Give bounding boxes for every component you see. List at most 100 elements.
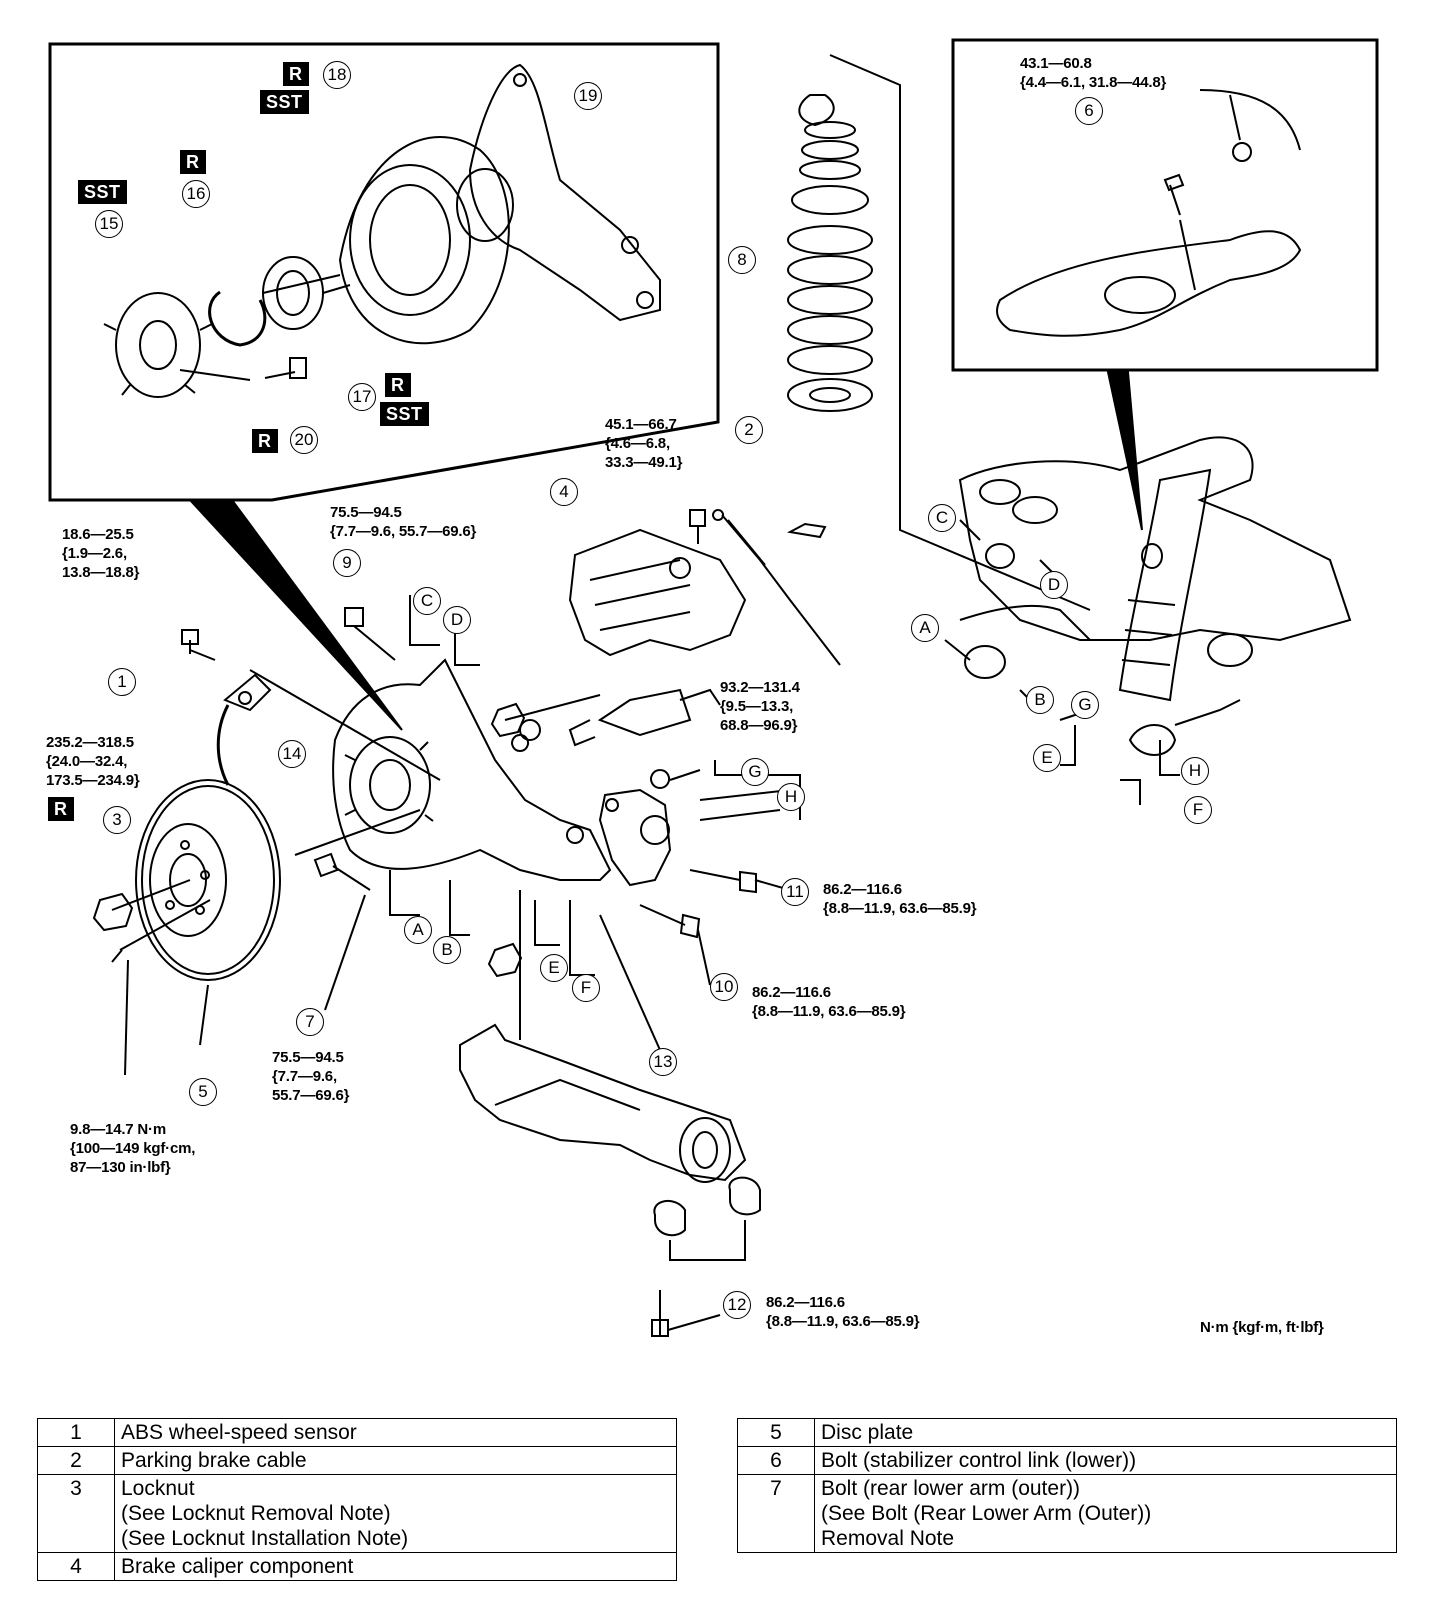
letter-d-left: D: [443, 606, 471, 634]
table-row: 7 Bolt (rear lower arm (outer)) (See Bol…: [737, 1474, 1397, 1553]
bolt-6-drawing: [1163, 173, 1185, 216]
detail-lower-arm-drawing: [996, 89, 1302, 337]
callout-4: 4: [550, 478, 578, 506]
badge-sst-17: SST: [380, 402, 429, 426]
dust-cover-drawing: [338, 135, 510, 345]
legend-desc-line: Removal Note: [821, 1527, 955, 1550]
badge-sst-18: SST: [260, 90, 309, 114]
hub-detail-pointer: [187, 499, 403, 731]
lower-arm-detail-frame: [951, 38, 1379, 372]
diagram-drawing: [48, 38, 1379, 1337]
torque-spec-10: 86.2—116.6 {8.8—11.9, 63.6—85.9}: [752, 984, 906, 1020]
letter-b-left: B: [433, 936, 461, 964]
callout-3: 3: [103, 806, 131, 834]
callout-2: 2: [735, 416, 763, 444]
table-row: 2 Parking brake cable: [37, 1446, 677, 1475]
letter-a-left: A: [404, 916, 432, 944]
letter-c-left: C: [413, 587, 441, 615]
callout-1: 1: [108, 668, 136, 696]
table-row: 5 Disc plate: [737, 1418, 1397, 1447]
wheel-hub-drawing: [103, 292, 213, 398]
torque-spec-11: 86.2—116.6 {8.8—11.9, 63.6—85.9}: [823, 881, 977, 917]
callout-14: 14: [278, 740, 306, 768]
parking-brake-cable-drawing: [721, 514, 841, 666]
brake-caliper-drawing: [568, 528, 747, 657]
legend-desc-line: Disc plate: [821, 1421, 914, 1444]
callout-12: 12: [723, 1291, 751, 1319]
legend-desc-line: ABS wheel-speed sensor: [121, 1421, 357, 1444]
letter-g-left: G: [741, 758, 769, 786]
hub-bolt-drawing: [264, 357, 307, 379]
torque-spec-3: 235.2—318.5 {24.0—32.4, 173.5—234.9}: [46, 734, 140, 789]
callout-11: 11: [781, 878, 809, 906]
table-row: 1 ABS wheel-speed sensor: [37, 1418, 677, 1447]
callout-6: 6: [1075, 97, 1103, 125]
bolt-7-drawing: [313, 852, 371, 891]
legend-desc-line: Locknut: [121, 1477, 195, 1500]
lower-arm-detail-pointer: [1106, 371, 1143, 531]
callout-5: 5: [189, 1078, 217, 1106]
legend-desc-line: (See Locknut Installation Note): [121, 1527, 409, 1550]
legend-num: 7: [737, 1474, 815, 1553]
locknut-drawing: [92, 892, 134, 932]
callout-20: 20: [290, 426, 318, 454]
legend-num: 6: [737, 1446, 815, 1475]
hub-detail-frame: [48, 42, 720, 502]
knuckle-drawing: [456, 63, 661, 322]
bolt-11-drawing: [689, 869, 757, 894]
rear-lower-arm-drawing: [459, 1023, 747, 1183]
legend-table-right: 5 Disc plate 6 Bolt (stabilizer control …: [737, 1418, 1397, 1553]
letter-e-left: E: [540, 954, 568, 982]
callout-16: 16: [182, 180, 210, 208]
torque-spec-4: 45.1—66.7 {4.6—6.8, 33.3—49.1}: [605, 416, 683, 471]
toe-bracket-drawing: [598, 788, 672, 887]
letter-g-right: G: [1071, 691, 1099, 719]
legend-num: 2: [37, 1446, 115, 1475]
legend-num: 3: [37, 1474, 115, 1553]
legend-desc-line: Brake caliper component: [121, 1555, 354, 1578]
table-row: 6 Bolt (stabilizer control link (lower)): [737, 1446, 1397, 1475]
letter-b-right: B: [1026, 686, 1054, 714]
legend-desc-line: (See Locknut Removal Note): [121, 1502, 391, 1525]
legend-desc-line: Bolt (rear lower arm (outer)): [821, 1477, 1081, 1500]
torque-spec-g: 93.2—131.4 {9.5—13.3, 68.8—96.9}: [720, 679, 800, 734]
table-row: 3 Locknut (See Locknut Removal Note) (Se…: [37, 1474, 677, 1553]
letter-d-right: D: [1040, 571, 1068, 599]
badge-r-3: R: [48, 797, 74, 821]
legend-desc-line: Bolt (stabilizer control link (lower)): [821, 1449, 1137, 1472]
legend-desc-line: Parking brake cable: [121, 1449, 307, 1472]
letter-a-right: A: [911, 614, 939, 642]
torque-units-note: N·m {kgf·m, ft·lbf}: [1200, 1319, 1324, 1336]
legend-desc: Parking brake cable: [114, 1446, 677, 1475]
drive-shaft-drawing: [568, 688, 721, 747]
bolt-10-drawing: [639, 904, 701, 939]
badge-sst-15: SST: [78, 180, 127, 204]
legend-num: 4: [37, 1552, 115, 1581]
legend-desc-line: (See Bolt (Rear Lower Arm (Outer)): [821, 1502, 1152, 1525]
torque-spec-7: 75.5—94.5 {7.7—9.6, 55.7—69.6}: [272, 1049, 350, 1104]
bushing-drawing: [653, 1200, 686, 1237]
abs-sensor-drawing: [216, 673, 272, 786]
letter-c-right: C: [928, 504, 956, 532]
callout-13: 13: [649, 1048, 677, 1076]
snap-ring-drawing: [208, 290, 267, 347]
torque-spec-6: 43.1—60.8 {4.4—6.1, 31.8—44.8}: [1020, 55, 1167, 91]
letter-f-right: F: [1184, 796, 1212, 824]
table-row: 4 Brake caliper component: [37, 1552, 677, 1581]
legend-desc: Bolt (rear lower arm (outer)) (See Bolt …: [814, 1474, 1397, 1553]
callout-18: 18: [323, 61, 351, 89]
callout-7: 7: [296, 1008, 324, 1036]
callout-9: 9: [333, 549, 361, 577]
letter-e-right: E: [1033, 744, 1061, 772]
legend-desc: ABS wheel-speed sensor: [114, 1418, 677, 1447]
legend-table-left: 1 ABS wheel-speed sensor 2 Parking brake…: [37, 1418, 677, 1581]
coil-spring-drawing: [787, 94, 873, 412]
legend-num: 1: [37, 1418, 115, 1447]
badge-r-16: R: [180, 150, 206, 174]
legend-desc: Brake caliper component: [114, 1552, 677, 1581]
rear-subframe-drawing: [958, 436, 1352, 756]
badge-r-17: R: [385, 373, 411, 397]
wheel-bearing-drawing: [262, 256, 351, 330]
callout-8: 8: [728, 246, 756, 274]
bolt-12-drawing: [651, 1290, 669, 1337]
